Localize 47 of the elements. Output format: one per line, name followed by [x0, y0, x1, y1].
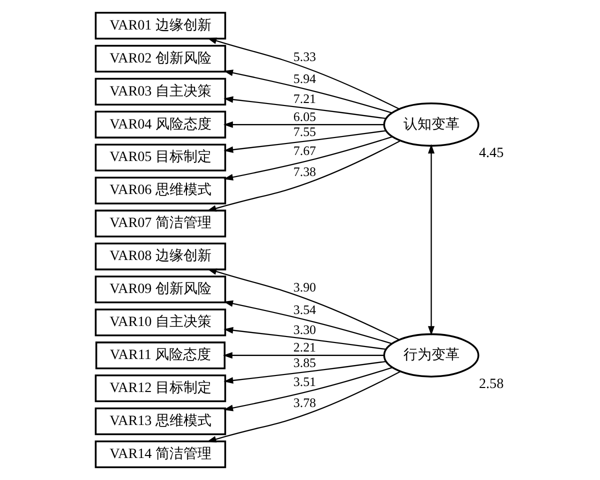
node-box: VAR06 思维模式 [94, 176, 226, 204]
arrow [224, 360, 386, 384]
edge-label: 3.51 [293, 374, 316, 389]
edge-label: 7.38 [293, 164, 316, 180]
edge-label: 3.54 [293, 302, 316, 317]
node-box: VAR13 思维模式 [94, 407, 226, 436]
node-box: VAR10 自主决策 [94, 308, 226, 336]
arrow [224, 327, 386, 350]
edge-label: 3.30 [293, 322, 316, 337]
edge-label: 6.05 [293, 108, 316, 124]
arrow [223, 121, 384, 128]
node-ellipse: 认知变革 [383, 102, 480, 147]
node-box: VAR14 简洁管理 [94, 440, 226, 468]
arrow [224, 70, 392, 114]
arrow [224, 130, 386, 153]
arrow [207, 38, 400, 110]
edge-label: 7.67 [293, 142, 316, 158]
edge-label: 3.78 [293, 394, 316, 410]
node-box: VAR05 目标制定 [94, 144, 226, 172]
node-box: VAR08 边缘创新 [94, 242, 226, 270]
edge-label: 2.21 [293, 340, 316, 355]
node-box: VAR02 创新风险 [94, 44, 226, 73]
arrow [206, 371, 400, 442]
arrow [224, 136, 392, 180]
node-label: 4.45 [478, 145, 504, 162]
edge-label: 3.85 [293, 354, 316, 370]
node-box: VAR11 风险态度 [95, 342, 226, 370]
edge-label: 5.33 [293, 48, 316, 64]
arrow [222, 352, 384, 359]
node-label: 2.58 [478, 376, 504, 392]
node-box: VAR07 简洁管理 [94, 210, 226, 238]
arrow [224, 367, 392, 412]
edge-label: 7.21 [293, 91, 316, 106]
arrow [206, 140, 400, 212]
node-box: VAR04 风险态度 [94, 110, 226, 138]
node-box: VAR01 边缘创新 [94, 12, 226, 40]
edge-label: 5.94 [293, 71, 316, 86]
arrow [207, 268, 400, 340]
edge-label: 3.90 [293, 280, 316, 295]
node-ellipse: 行为变革 [383, 333, 480, 378]
arrow [224, 300, 392, 344]
arrow [224, 96, 386, 120]
arrow [428, 144, 435, 336]
edge-label: 7.55 [293, 124, 316, 140]
node-box: VAR03 自主决策 [94, 78, 226, 106]
node-box: VAR12 目标制定 [94, 374, 226, 402]
node-box: VAR09 创新风险 [94, 276, 226, 304]
